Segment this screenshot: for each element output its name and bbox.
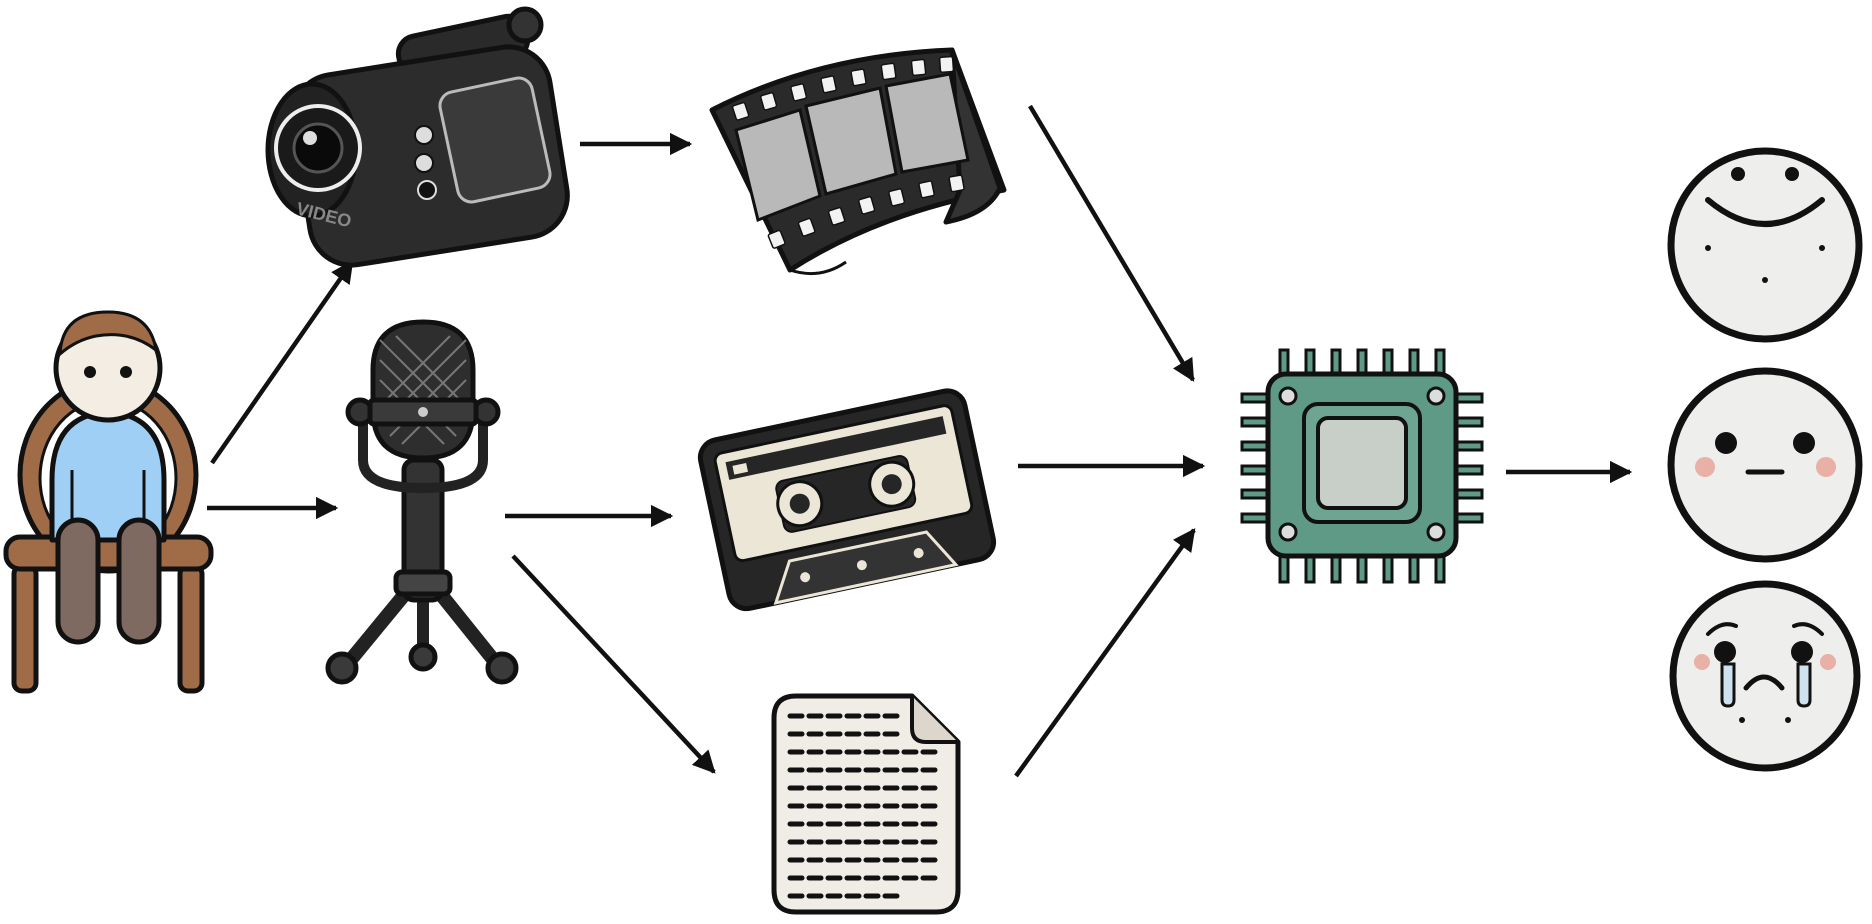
film-strip-icon: [709, 47, 1007, 276]
arrow-microphone-to-document: [511, 554, 716, 774]
seated-person-icon: [3, 310, 214, 694]
arrow-document-to-chip: [1014, 528, 1196, 778]
neutral-face-icon: [1667, 367, 1863, 563]
video-camera-icon: VIDEO: [265, 6, 570, 268]
arrow-person-to-camera: [210, 260, 354, 465]
happy-face-icon: [1667, 147, 1863, 343]
microphone-icon: [325, 319, 519, 685]
text-document-icon: [771, 693, 961, 915]
processor-chip-icon: [1240, 348, 1484, 584]
cassette-tape-icon: [697, 388, 997, 612]
flow-arrows: [207, 104, 1633, 778]
arrow-film-to-chip: [1028, 104, 1195, 382]
crying-face-icon: [1669, 580, 1861, 772]
